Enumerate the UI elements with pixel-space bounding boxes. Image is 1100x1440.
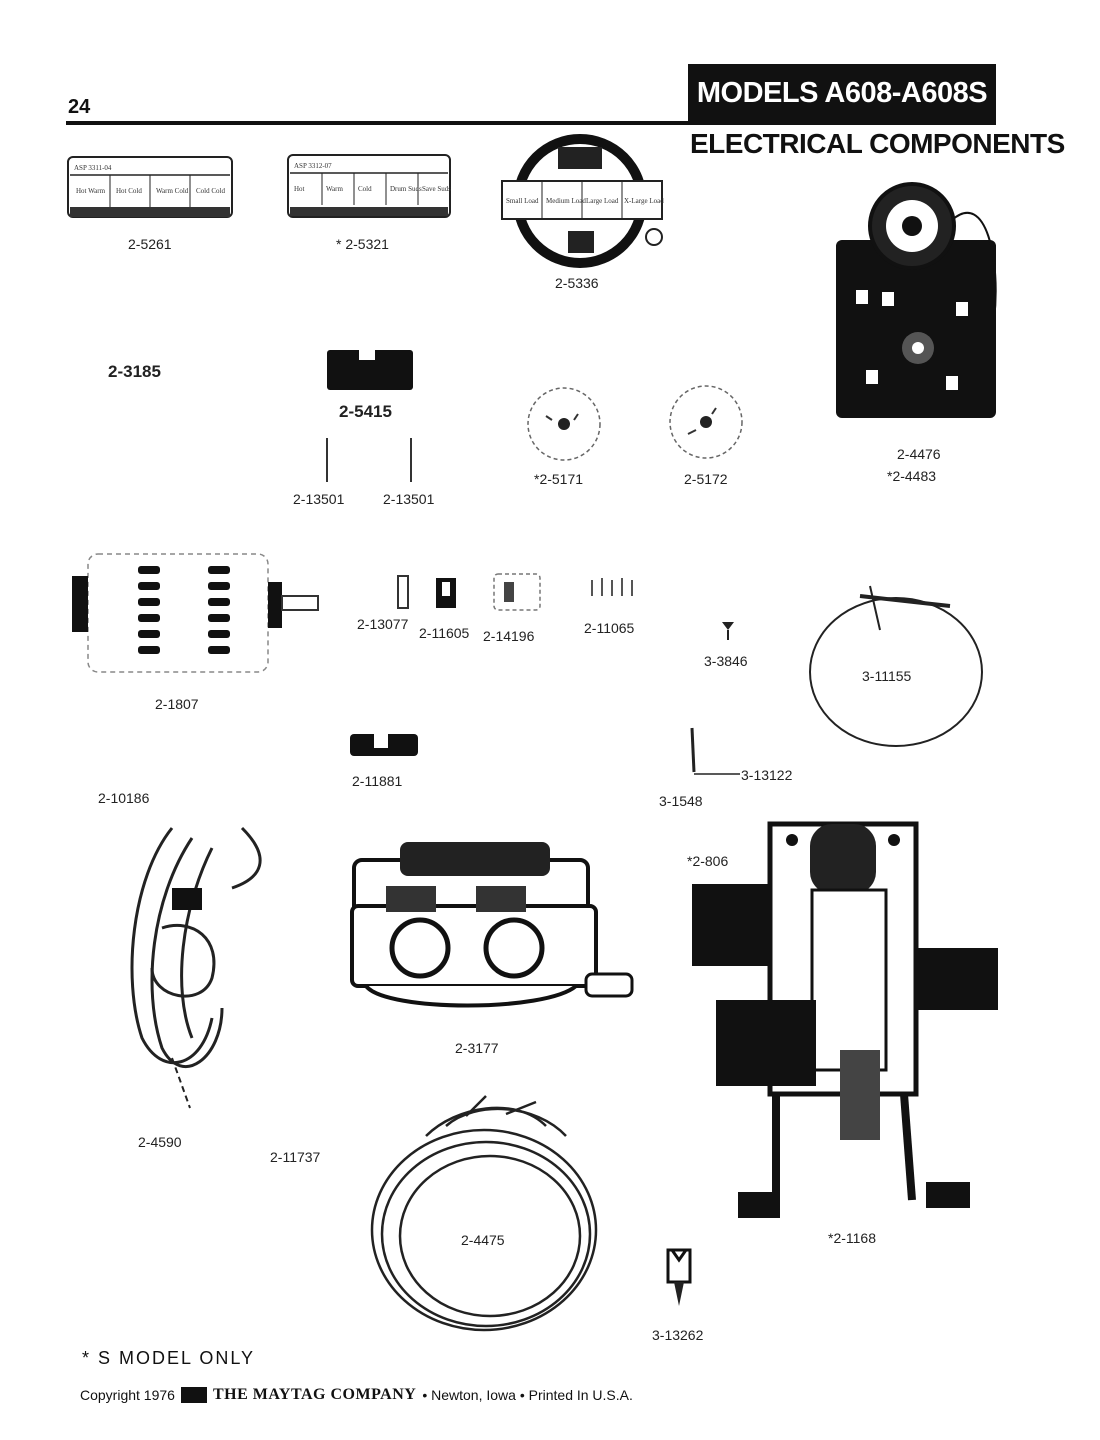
part-label-2-5321: * 2-5321 bbox=[336, 236, 389, 252]
models-banner: MODELS A608-A608S bbox=[688, 64, 996, 122]
bolt-3-13122 bbox=[690, 727, 740, 775]
water-valve-2-3177 bbox=[350, 842, 634, 1008]
wire-harness-2-4475 bbox=[370, 1095, 598, 1332]
screw-3-3846 bbox=[722, 622, 734, 640]
switch-cell: Hot Cold bbox=[116, 187, 142, 195]
switch-cell: Large Load bbox=[586, 197, 619, 205]
part-label-2-10186: 2-10186 bbox=[98, 790, 150, 806]
screw-2-13501-b bbox=[410, 438, 412, 482]
part-label-2-11737: 2-11737 bbox=[270, 1149, 321, 1165]
part-label-2-4590: 2-4590 bbox=[138, 1134, 182, 1150]
switch-cell: Cold bbox=[358, 185, 372, 193]
maytag-logo-icon bbox=[180, 1387, 207, 1403]
hose-clamp-3-11155 bbox=[809, 585, 983, 747]
part-label-2-4483: *2-4483 bbox=[887, 468, 937, 484]
switch-cell: X-Large Load bbox=[624, 197, 664, 205]
clip-2-11605 bbox=[436, 578, 456, 608]
section-title: ELECTRICAL COMPONENTS bbox=[690, 128, 1065, 159]
switch-cell: Cold Cold bbox=[196, 187, 225, 195]
cam-disc-2-5171 bbox=[527, 387, 601, 461]
header-rule bbox=[66, 121, 996, 125]
motor-2-1807 bbox=[72, 553, 319, 673]
part-label-2-5415: 2-5415 bbox=[339, 402, 392, 421]
water-level-switch-2-5336: Small Load Medium Load Large Load X-Larg… bbox=[501, 134, 664, 268]
part-label-2-4476: 2-4476 bbox=[897, 446, 941, 462]
springs-2-11065 bbox=[591, 578, 633, 596]
s-model-note: * S MODEL ONLY bbox=[82, 1348, 256, 1368]
copyright: Copyright 1976 bbox=[80, 1387, 175, 1403]
switch-cell: Hot Warm bbox=[76, 187, 106, 195]
part-label-2-13077: 2-13077 bbox=[357, 616, 409, 632]
part-label-2-11065: 2-11065 bbox=[584, 620, 635, 636]
part-label-3-13122: 3-13122 bbox=[741, 767, 793, 783]
part-label-2-3185: 2-3185 bbox=[108, 362, 161, 381]
part-label-2-5171: *2-5171 bbox=[534, 471, 584, 487]
part-label-2-13501: 2-13501 bbox=[383, 491, 435, 507]
part-label-2-11881: 2-11881 bbox=[352, 773, 403, 789]
motor-bracket-2-1168 bbox=[692, 821, 998, 1218]
switch-cell: Hot bbox=[294, 185, 305, 193]
part-label-2-5261: 2-5261 bbox=[128, 236, 172, 252]
switch-cell: Save Suds bbox=[422, 185, 451, 193]
part-label-2-806: *2-806 bbox=[687, 853, 729, 869]
part-label-2-13501: 2-13501 bbox=[293, 491, 345, 507]
switch-cell: Medium Load bbox=[546, 197, 586, 205]
connector-2-11881 bbox=[350, 730, 418, 756]
part-label-2-4475: 2-4475 bbox=[461, 1232, 505, 1248]
part-label-2-5172: 2-5172 bbox=[684, 471, 728, 487]
part-label-2-5336: 2-5336 bbox=[555, 275, 599, 291]
switch-cell: Drum Suds bbox=[390, 185, 422, 193]
footer: Copyright 1976 THE MAYTAG COMPANY • Newt… bbox=[80, 1386, 633, 1404]
switch-code: ASP 3311-04 bbox=[74, 164, 112, 172]
temperature-switch-panel-2-5261: ASP 3311-04 Hot Warm Hot Cold Warm Cold … bbox=[67, 156, 233, 218]
company-name: THE MAYTAG COMPANY bbox=[212, 1386, 417, 1403]
part-label-2-11605: 2-11605 bbox=[419, 625, 470, 641]
switch-cell: Warm bbox=[326, 185, 343, 193]
part-label-3-13262: 3-13262 bbox=[652, 1327, 704, 1343]
page-number: 24 bbox=[68, 96, 91, 118]
switch-cell: Small Load bbox=[506, 197, 539, 205]
part-label-3-1548: 3-1548 bbox=[659, 793, 703, 809]
wire-harness-2-4590 bbox=[130, 826, 262, 1109]
temperature-switch-panel-2-5321: ASP 3312-07 Hot Warm Cold Drum Suds Save… bbox=[287, 154, 451, 218]
part-label-3-11155: 3-11155 bbox=[862, 668, 912, 684]
terminal-block-2-5415 bbox=[327, 348, 413, 390]
cam-disc-2-5172 bbox=[669, 385, 743, 459]
screw-2-13501-a bbox=[326, 438, 328, 482]
part-label-2-3177: 2-3177 bbox=[455, 1040, 499, 1056]
clip-2-13077 bbox=[397, 575, 409, 609]
location: • Newton, Iowa • Printed In U.S.A. bbox=[422, 1387, 633, 1403]
part-label-3-3846: 3-3846 bbox=[704, 653, 748, 669]
terminal-3-13262 bbox=[666, 1248, 692, 1306]
connector-2-14196 bbox=[493, 573, 541, 611]
switch-cell: Warm Cold bbox=[156, 187, 189, 195]
timer-2-4476 bbox=[836, 182, 997, 418]
part-label-2-14196: 2-14196 bbox=[483, 628, 535, 644]
part-label-2-1807: 2-1807 bbox=[155, 696, 199, 712]
part-label-2-1168: *2-1168 bbox=[828, 1230, 877, 1246]
switch-code: ASP 3312-07 bbox=[294, 162, 332, 170]
